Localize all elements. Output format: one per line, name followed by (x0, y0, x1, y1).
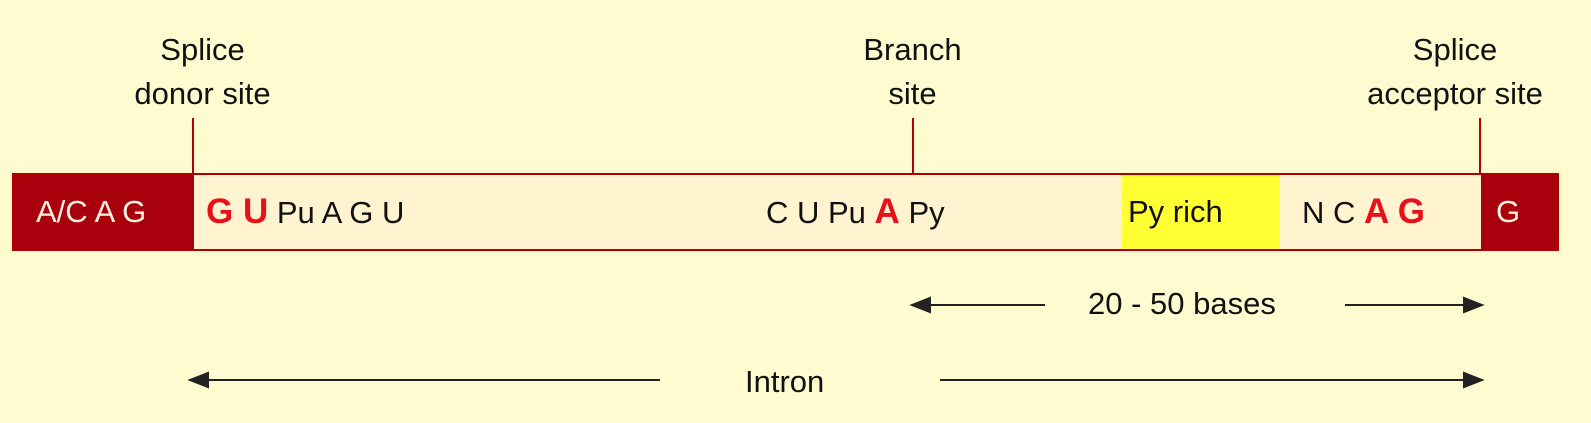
py-rich-label: Py rich (1128, 194, 1223, 229)
branch-site-label: Branch site (820, 28, 1005, 116)
branch-site-label-line1: Branch (863, 32, 962, 67)
donor-gu: G U (206, 192, 269, 231)
acceptor-site-label: Splice acceptor site (1330, 28, 1580, 116)
py-rich-region (1122, 175, 1280, 249)
branch-sequence: C U Pu A Py (766, 175, 945, 249)
branch-site-tick (912, 118, 914, 174)
acceptor-site-label-line1: Splice (1412, 32, 1498, 67)
acceptor-sequence: N C A G (1302, 175, 1425, 249)
branch-pre: C U Pu (766, 195, 866, 230)
span-arrow-left-head (909, 296, 931, 314)
donor-site-label: Splice donor site (100, 28, 305, 116)
bases-span-label: 20 - 50 bases (1088, 286, 1276, 321)
branch-site-label-line2: site (888, 76, 937, 111)
intron-arrow-right-head (1463, 371, 1485, 389)
intron-arrow-left-head (187, 371, 209, 389)
acceptor-ag: A G (1364, 192, 1425, 231)
donor-rest: Pu A G U (276, 195, 405, 230)
sequence-bar: A/C A G G U Pu A G U C U Pu A Py Py rich… (12, 173, 1559, 251)
branch-a: A (874, 192, 900, 231)
exon-3prime-sequence: G (1496, 194, 1521, 229)
acceptor-site-label-line2: acceptor site (1367, 76, 1543, 111)
donor-sequence: G U Pu A G U (206, 175, 404, 249)
donor-site-label-line2: donor site (134, 76, 271, 111)
exon-3prime (1481, 175, 1557, 249)
acceptor-pre: N C (1302, 195, 1356, 230)
donor-site-tick (192, 118, 194, 174)
exon-5prime (14, 175, 194, 249)
acceptor-site-tick (1479, 118, 1481, 174)
donor-site-label-line1: Splice (160, 32, 245, 67)
branch-post: Py (908, 195, 945, 230)
intron-label: Intron (745, 364, 825, 399)
span-arrow-right-head (1463, 296, 1485, 314)
exon-5prime-sequence: A/C A G (36, 194, 147, 229)
